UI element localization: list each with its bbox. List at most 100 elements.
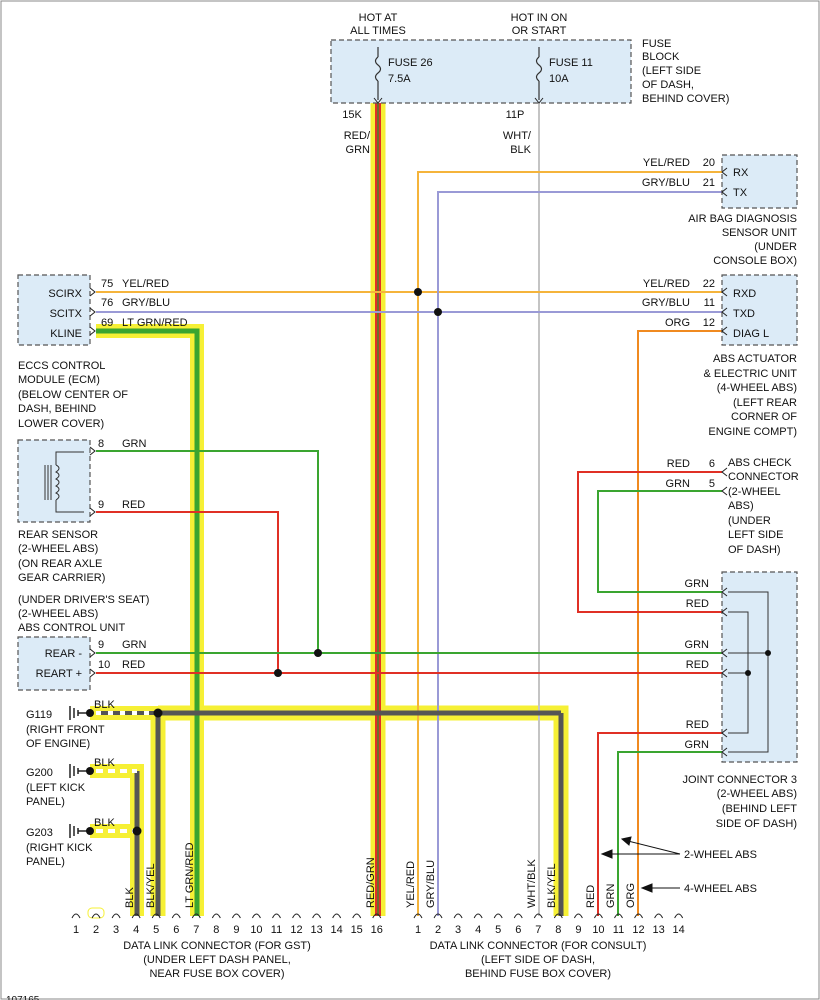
- actuator-wire-color-3: ORG: [665, 317, 690, 329]
- cu-title: (UNDER DRIVER'S SEAT): [18, 594, 149, 606]
- ecm-pin-scirx: SCIRX: [48, 288, 82, 300]
- wire-yel-red: [417, 171, 722, 916]
- airbag-wire-color-2: GRY/BLU: [642, 177, 690, 189]
- consult-pin-icon: [674, 913, 684, 919]
- consult-pin-number: 13: [652, 924, 664, 936]
- fuse-block-title-3: (LEFT SIDE: [642, 65, 701, 77]
- connector-pin-icon: [89, 446, 96, 456]
- ecm-wire-color: YEL/RED: [122, 278, 169, 290]
- consult-pin-number: 11: [613, 924, 624, 936]
- connector-pin-icon: [721, 607, 728, 617]
- gst-wire-blk-yel: BLK/YEL: [145, 863, 157, 908]
- consult-pin-number: 5: [495, 924, 501, 936]
- wire-red-check: [577, 471, 722, 613]
- joint-wire-color: GRN: [685, 578, 710, 590]
- actuator-wire-pin-2: 11: [704, 297, 715, 309]
- consult-title-3: BEHIND FUSE BOX COVER): [465, 968, 611, 980]
- g119-desc: (RIGHT FRONT: [26, 724, 105, 736]
- connector-pin-icon: [89, 648, 96, 658]
- connector-pin-icon: [89, 507, 96, 517]
- gst-pin-icon: [71, 913, 81, 919]
- consult-pin-icon: [573, 913, 583, 919]
- actuator-wire-color-2: GRY/BLU: [642, 297, 690, 309]
- fuse-block-title: FUSE: [642, 38, 671, 50]
- gst-pin-icon: [171, 913, 181, 919]
- actuator-title-5: CORNER OF: [731, 411, 797, 423]
- airbag-wire-pin: 20: [703, 157, 715, 169]
- airbag-box: [721, 154, 798, 209]
- cu-wire-color: GRN: [122, 639, 147, 651]
- check-title-2: CONNECTOR: [728, 471, 799, 483]
- gst-pin-number: 9: [233, 924, 239, 936]
- ecm-title-2: MODULE (ECM): [18, 374, 100, 386]
- check-title-4: ABS): [728, 500, 754, 512]
- consult-pin-number: 7: [535, 924, 541, 936]
- airbag-title-3: (UNDER: [754, 241, 797, 253]
- connector-pin-icon: [89, 287, 96, 297]
- consult-pin-icon: [453, 913, 463, 919]
- consult-pin-number: 14: [673, 924, 685, 936]
- joint-title-4: SIDE OF DASH): [716, 818, 797, 830]
- ecm-title-4: DASH, BEHIND: [18, 403, 96, 415]
- consult-wire-red: RED: [585, 885, 597, 908]
- rear-sensor-box: [17, 439, 91, 523]
- g203-desc-2: PANEL): [26, 856, 65, 868]
- cu-wire-pin: 9: [98, 639, 104, 651]
- joint-wire-color-3: GRN: [685, 639, 710, 651]
- consult-pin-number: 9: [575, 924, 581, 936]
- fuse-block-title-4: OF DASH,: [642, 79, 694, 91]
- gst-pin-number: 6: [173, 924, 179, 936]
- check-title-3: (2-WHEEL: [728, 486, 781, 498]
- g119-wire: BLK: [94, 699, 115, 711]
- consult-pin-icon: [433, 913, 443, 919]
- ecm-box: [17, 274, 91, 346]
- box-layer: [17, 39, 798, 763]
- sensor-title-3: (ON REAR AXLE: [18, 558, 102, 570]
- coil-icon: [44, 451, 84, 513]
- joint-connector-box: [721, 571, 798, 763]
- connector-pin-icon: [721, 167, 728, 177]
- check-wire-pin-2: 5: [709, 478, 715, 490]
- consult-pin-icon: [654, 913, 664, 919]
- actuator-title: ABS ACTUATOR: [713, 353, 797, 365]
- figure-id: 107165: [6, 995, 40, 1000]
- gst-pin-icon: [252, 913, 261, 919]
- cu-pin-rear-minus: REAR -: [45, 648, 83, 660]
- connector-pin-icon: [721, 668, 728, 678]
- consult-pin-number: 2: [435, 924, 441, 936]
- ecm-pin-kline: KLINE: [50, 328, 82, 340]
- joint-wire-color-2: RED: [686, 598, 709, 610]
- actuator-pin-rxd: RXD: [733, 288, 756, 300]
- sensor-title-4: GEAR CARRIER): [18, 572, 105, 584]
- gst-pin-number: 13: [310, 924, 322, 936]
- fuse-icons: [374, 47, 543, 100]
- gst-pin-icon: [332, 913, 342, 919]
- consult-pin-icon: [513, 913, 523, 919]
- note-arrows: [600, 836, 681, 893]
- airbag-wire-color: YEL/RED: [643, 157, 690, 169]
- g200-desc-2: PANEL): [26, 796, 65, 808]
- wire-grn-check: [597, 490, 722, 593]
- gst-pin-number: 10: [250, 924, 262, 936]
- gst-pin-number: 4: [133, 924, 139, 936]
- actuator-wire-pin-3: 12: [703, 317, 715, 329]
- g200-label: G200: [26, 767, 53, 779]
- ecm-wire-color-2: GRY/BLU: [122, 297, 170, 309]
- note-2wheel: 2-WHEEL ABS: [684, 849, 757, 861]
- airbag-title-2: SENSOR UNIT: [722, 227, 797, 239]
- check-wire-pin: 6: [709, 458, 715, 470]
- consult-pin-number: 1: [415, 924, 421, 936]
- check-title-5: (UNDER: [728, 515, 771, 527]
- ecm-wire-pin: 75: [101, 278, 113, 290]
- hot-in-label-2: OR START: [512, 25, 567, 37]
- joint-title-3: (BEHIND LEFT: [722, 803, 797, 815]
- gst-pin-icon: [312, 913, 322, 919]
- pin-11p: 11P: [506, 109, 525, 121]
- gst-wire-lt-grn-red: LT GRN/RED: [184, 842, 196, 908]
- connector-pin-icon: [721, 307, 728, 317]
- consult-wire-org: ORG: [625, 883, 637, 908]
- wire-grn-sensor: [96, 450, 319, 653]
